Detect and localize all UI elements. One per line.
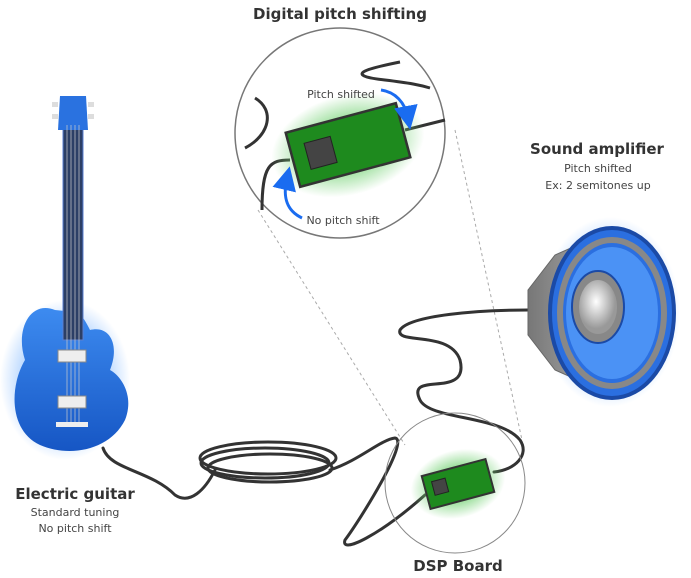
dsp-label: DSP Board (413, 557, 502, 575)
chip-icon (430, 477, 450, 496)
label-no-pitch-shift: No pitch shift (306, 214, 380, 227)
amplifier-pitch: Pitch shifted (564, 162, 632, 175)
label-pitch-shifted: Pitch shifted (307, 88, 375, 101)
arrow-shifted-icon (380, 88, 418, 130)
zoom-guide-lines (257, 129, 523, 446)
speaker-icon (527, 217, 680, 407)
diagram-title: Digital pitch shifting (253, 5, 427, 23)
dsp-focus-circle (384, 412, 526, 554)
guitar-pitch: No pitch shift (38, 522, 112, 535)
amplifier-label: Sound amplifier (530, 140, 664, 158)
zoom-circle: Pitch shifted No pitch shift (234, 27, 446, 239)
amplifier-example: Ex: 2 semitones up (545, 179, 650, 192)
arrow-unshifted-icon (272, 166, 303, 220)
guitar-tuning: Standard tuning (31, 506, 120, 519)
cables (101, 308, 530, 547)
dsp-board (410, 448, 506, 520)
electric-guitar-icon (0, 96, 130, 460)
guitar-label: Electric guitar (15, 485, 135, 503)
